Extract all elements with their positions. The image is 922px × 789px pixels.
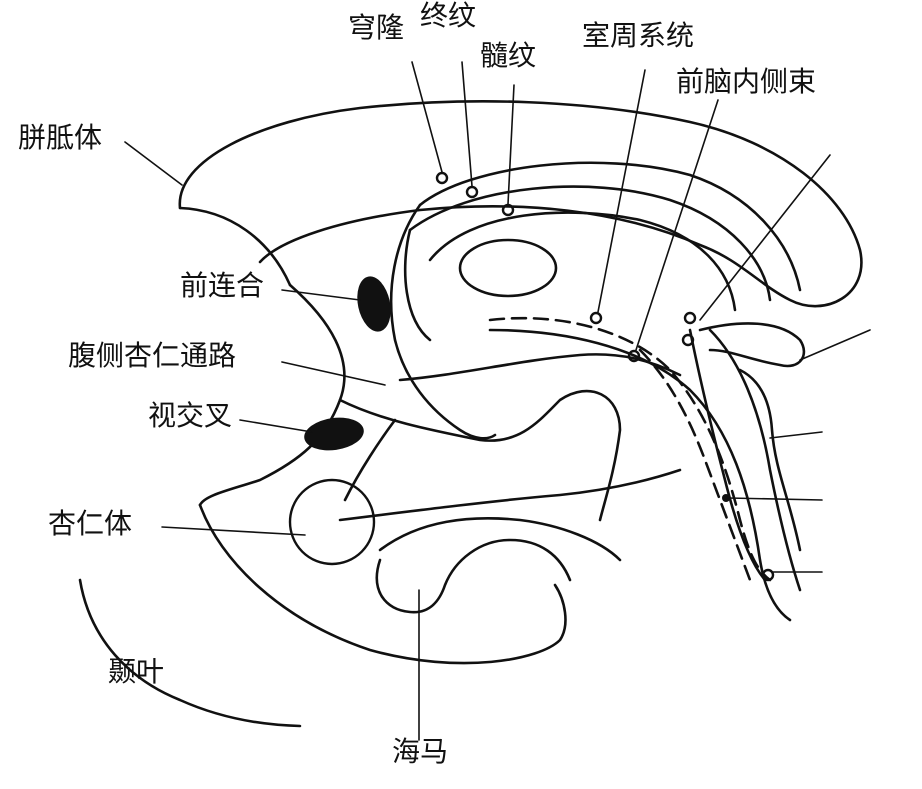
leader-fornix (412, 62, 442, 172)
pons-marker (685, 313, 695, 323)
frontal-outline (200, 285, 344, 505)
label-hippocampus: 海马 (392, 738, 448, 766)
leader-lines (125, 62, 870, 740)
label-ventral-amygdalofugal: 腹侧杏仁通路 (68, 342, 236, 370)
mfb-line (690, 330, 765, 580)
label-medial-forebrain-bundle: 前脑内侧束 (676, 68, 816, 96)
stria-terminalis-arc (410, 187, 770, 300)
leader-right-1 (800, 330, 870, 360)
septal-line (405, 230, 430, 340)
fornix-marker (437, 173, 447, 183)
amygdala-fiber (340, 470, 680, 520)
label-stria-terminalis: 终纹 (420, 2, 476, 30)
anterior-commissure-blob (353, 273, 396, 334)
leader-anterior-commissure (282, 290, 360, 300)
temporal-inner (380, 518, 620, 560)
corpus-callosum-outline (180, 101, 862, 306)
label-optic-chiasm: 视交叉 (148, 402, 232, 430)
amygdala-ring (290, 480, 374, 564)
posterior-lobe-contour (740, 370, 800, 550)
label-corpus-callosum: 胼胝体 (18, 124, 102, 152)
stria-terminalis-marker (467, 187, 477, 197)
periventricular-marker (591, 313, 601, 323)
leader-stria-terminalis (462, 62, 472, 186)
thalamus-oval (460, 240, 556, 296)
temporal-lobe-bracket (80, 580, 300, 726)
optic-chiasm-blob (302, 414, 366, 454)
leader-right-top (700, 155, 830, 320)
label-temporal-lobe: 颞叶 (108, 658, 164, 686)
pons-contour (700, 323, 804, 366)
leader-corpus-callosum (125, 142, 182, 185)
label-anterior-commissure: 前连合 (180, 272, 264, 300)
leader-amygdala (162, 527, 305, 535)
temporal-lobe-contour (200, 505, 565, 663)
label-amygdala: 杏仁体 (48, 510, 132, 538)
brainstem-posterior (710, 330, 800, 590)
leader-right-3 (728, 498, 822, 500)
stria-medullaris-arc (430, 213, 735, 310)
label-periventricular-system: 室周系统 (582, 22, 694, 50)
leader-ventral-amygdalofugal (282, 362, 385, 385)
hippocampus-contour (377, 540, 570, 612)
mfb-dashed (640, 350, 750, 580)
leader-optic-chiasm (240, 420, 312, 432)
label-stria-medullaris: 髓纹 (480, 42, 536, 70)
basal-outline (340, 391, 620, 520)
label-fornix: 穹隆 (348, 14, 404, 42)
leader-right-2 (770, 432, 822, 438)
